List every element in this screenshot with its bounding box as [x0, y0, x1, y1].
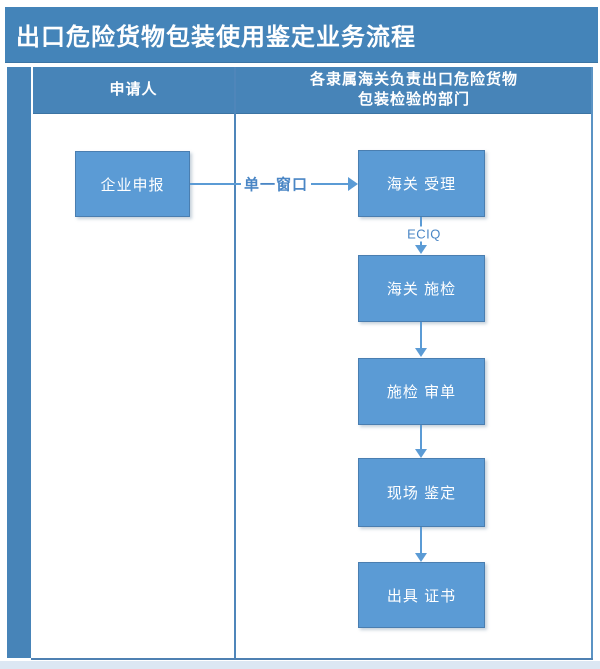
column-header-applicant: 申请人	[33, 67, 234, 114]
table-right-border	[591, 67, 593, 658]
arrowhead-down-icon	[415, 553, 427, 562]
box-customs-inspection-label: 海关 施检	[386, 281, 457, 298]
page-title: 出口危险货物包装使用鉴定业务流程	[16, 24, 416, 51]
box-inspection-document-review: 施检 审单	[358, 358, 485, 425]
connector-appraisal-to-certificate	[420, 527, 422, 553]
box-issue-certificate-label: 出具 证书	[386, 587, 457, 605]
box-onsite-appraisal: 现场 鉴定	[358, 458, 485, 527]
title-bar: 出口危险货物包装使用鉴定业务流程	[5, 7, 598, 63]
box-enterprise-declaration-label: 企业申报	[100, 176, 165, 194]
box-enterprise-declaration: 企业申报	[75, 151, 190, 217]
box-issue-certificate: 出具 证书	[358, 562, 485, 628]
arrowhead-down-icon	[415, 245, 427, 254]
box-customs-inspection: 海关 施检	[358, 255, 485, 322]
connector-inspection-to-review	[420, 322, 422, 348]
column-divider-line	[234, 67, 236, 658]
swimlane-left-stripe	[7, 67, 31, 658]
column-header-customs: 各隶属海关负责出口危险货物 包装检验的部门	[236, 67, 592, 114]
arrowhead-down-icon	[415, 449, 427, 458]
connector-review-to-appraisal	[420, 425, 422, 449]
table-bottom-border	[31, 658, 593, 660]
column-header-customs-line1: 各隶属海关负责出口危险货物	[309, 71, 518, 88]
box-customs-acceptance: 海关 受理	[358, 150, 485, 217]
bottom-light-strip	[0, 661, 600, 669]
box-inspection-document-review-label: 施检 审单	[386, 384, 457, 401]
arrowhead-right-icon	[348, 177, 358, 191]
box-customs-acceptance-label: 海关 受理	[386, 176, 457, 193]
column-header-applicant-label: 申请人	[109, 81, 158, 98]
column-header-customs-line2: 包装检验的部门	[357, 91, 470, 108]
eciq-label: ECIQ	[404, 226, 444, 242]
arrowhead-down-icon	[415, 348, 427, 357]
box-onsite-appraisal-label: 现场 鉴定	[386, 485, 457, 502]
single-window-label: 单一窗口	[240, 173, 312, 195]
